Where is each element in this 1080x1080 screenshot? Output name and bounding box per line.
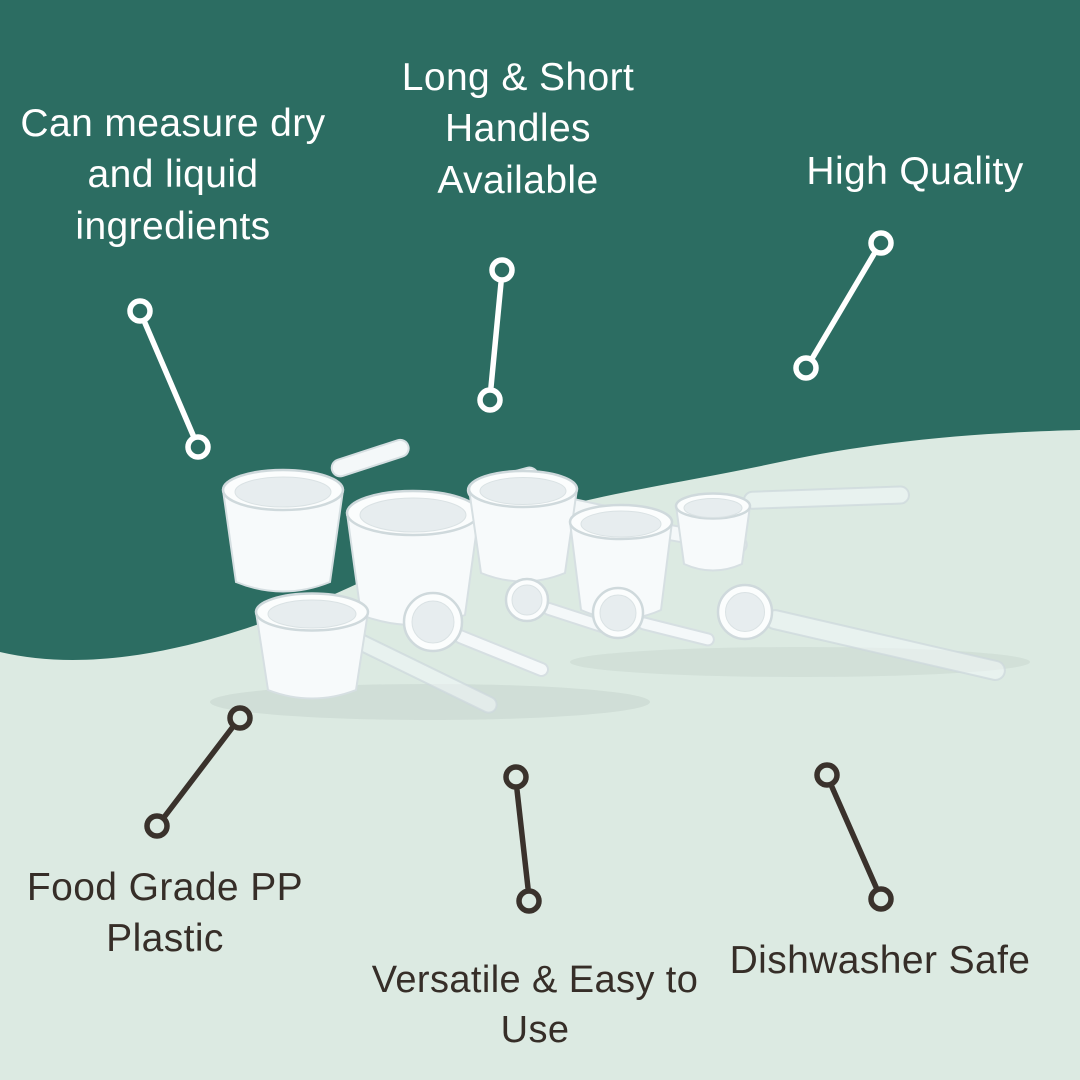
callout-line-handles (477, 257, 515, 413)
callout-dot (516, 888, 542, 914)
callout-line-versatile (503, 764, 542, 914)
scoop-handle (330, 438, 410, 478)
callout-dot (127, 298, 153, 324)
callout-line-dry-liquid (127, 298, 211, 460)
callout-line-dishwasher (814, 762, 894, 912)
measuring-cup (254, 592, 370, 700)
callout-dot (489, 257, 515, 283)
callout-dot (185, 434, 211, 460)
callout-label-quality: High Quality (806, 150, 1024, 193)
measuring-scoop (402, 591, 464, 653)
measuring-scoop (591, 586, 645, 640)
measuring-cup (467, 469, 579, 583)
callout-label-food-grade: Food Grade PP Plastic (26, 866, 304, 961)
callout-dot (793, 355, 819, 381)
callout-line-quality (793, 230, 894, 381)
callout-dot (503, 764, 529, 790)
callout-dot (868, 886, 894, 912)
callout-label-handles: Long & Short Handles Available (401, 56, 635, 202)
measuring-scoops (210, 438, 1030, 720)
callout-dot (144, 813, 170, 839)
callout-dot (868, 230, 894, 256)
wave-shape (0, 430, 1080, 1080)
callout-dot (477, 387, 503, 413)
measuring-scoop (716, 583, 774, 641)
callout-label-versatile: Versatile & Easy to Use (371, 959, 699, 1052)
callout-dot (814, 762, 840, 788)
measuring-scoop (504, 577, 550, 623)
measuring-cup (221, 468, 345, 593)
measuring-cup (568, 503, 674, 620)
callout-line-food-grade (144, 705, 253, 839)
callout-dot (227, 705, 253, 731)
callout-label-dishwasher: Dishwasher Safe (729, 939, 1031, 982)
measuring-cup-small (674, 492, 752, 572)
callout-label-dry-liquid: Can measure dry and liquid ingredients (20, 102, 326, 248)
